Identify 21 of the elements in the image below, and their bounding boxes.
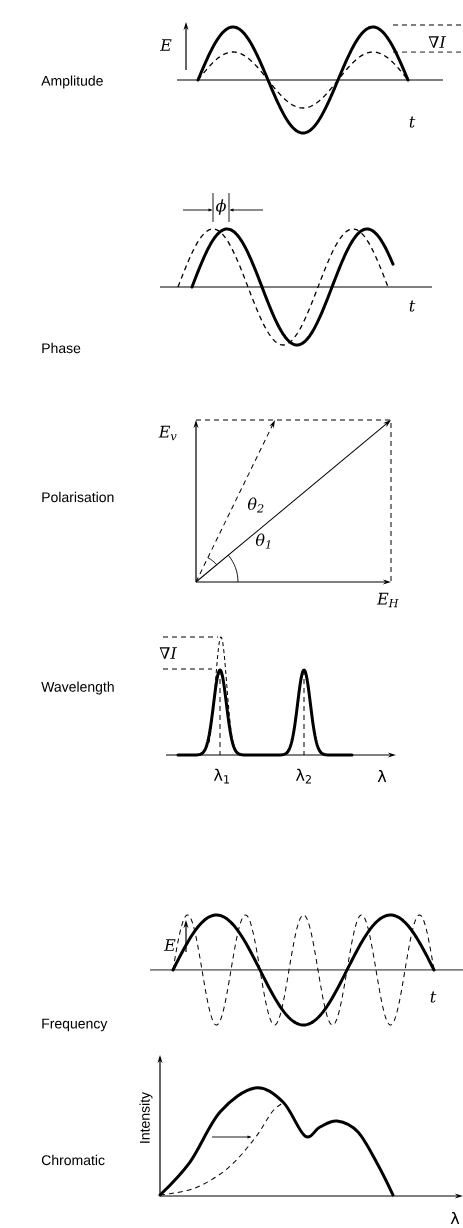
axis-label: λ	[377, 769, 387, 783]
symbol-label: ∇I	[159, 647, 177, 659]
row-label: Amplitude	[41, 75, 103, 89]
row-label: Polarisation	[42, 491, 114, 503]
row-label: Frequency	[42, 1018, 108, 1032]
axis-label: Intensity	[139, 1091, 153, 1143]
axis-label: t	[430, 991, 437, 1003]
axis-label: λ	[450, 1211, 460, 1225]
axis-label: λ$_{1}$	[213, 768, 229, 784]
row-label: Wavelength	[41, 681, 114, 695]
row-label: Chromatic	[41, 1154, 105, 1166]
angle-label: θ$_{2}$	[247, 497, 264, 513]
axis-label: t	[409, 300, 416, 312]
axis-label: λ$_{2}$	[295, 768, 311, 784]
angle-label: θ$_{1}$	[255, 533, 270, 549]
symbol-label: ϕ	[216, 199, 226, 215]
axis-label: E$_{H}$	[376, 592, 399, 608]
axis-label: E	[163, 939, 176, 951]
row-label: Phase	[42, 342, 81, 354]
axis-label: E$_{v}$	[158, 425, 177, 441]
axis-label: E	[159, 39, 172, 51]
